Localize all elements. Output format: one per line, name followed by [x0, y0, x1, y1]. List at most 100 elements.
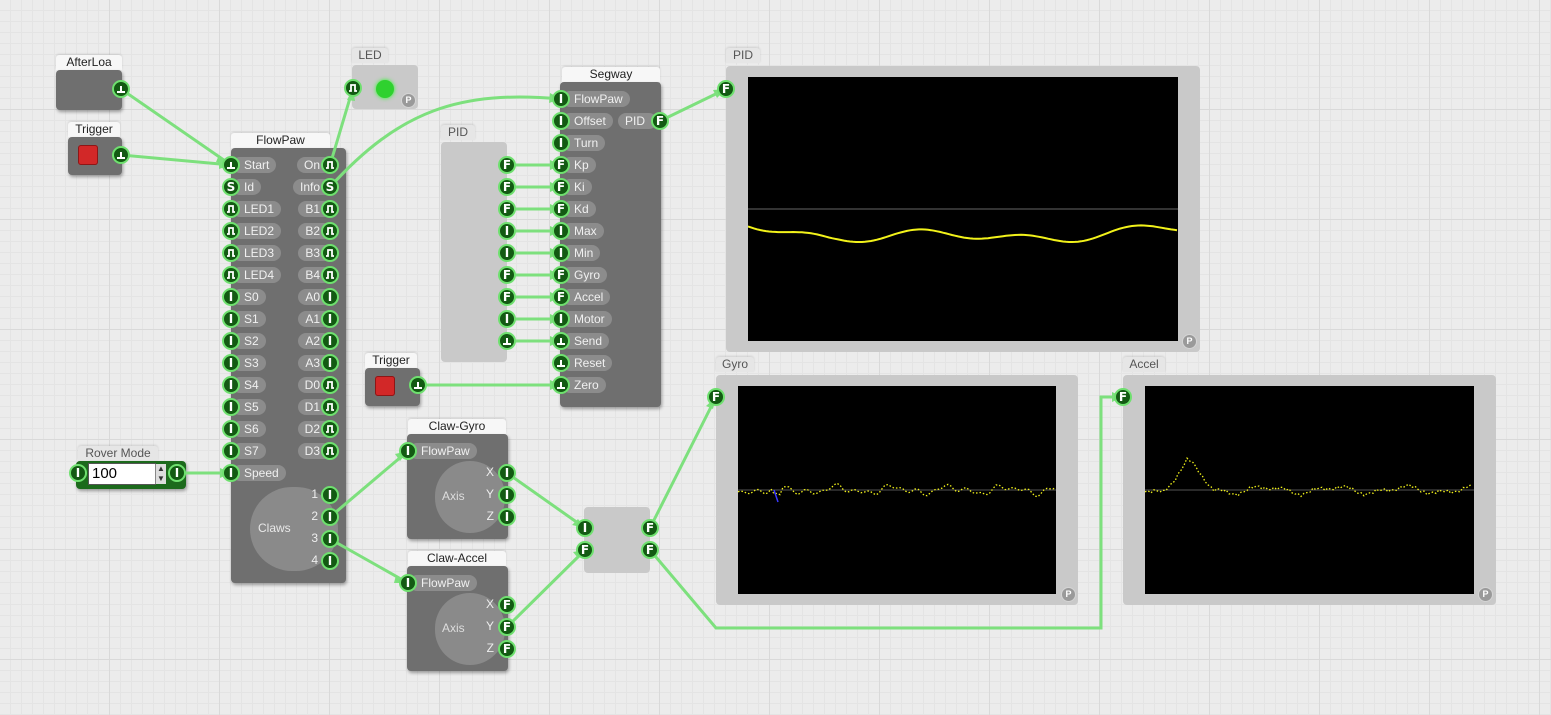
led-pulse-port[interactable] — [344, 79, 362, 97]
segway-input-port-ki[interactable]: F — [552, 178, 570, 196]
flowpaw-output-port-info[interactable]: S — [321, 178, 339, 196]
flowpaw-input-label-0: Start — [232, 157, 277, 173]
segway-input-port-send[interactable] — [552, 332, 570, 350]
trigger2-trigger-port[interactable] — [409, 376, 427, 394]
segway-input-port-reset[interactable] — [552, 354, 570, 372]
flowpaw-input-port-led3[interactable] — [222, 244, 240, 262]
pid-group-out-port-1[interactable]: F — [498, 178, 516, 196]
segway-input-port-zero[interactable] — [552, 376, 570, 394]
flowpaw-claw-port-4[interactable]: I — [321, 552, 339, 570]
flowpaw-output-port-d3[interactable] — [321, 442, 339, 460]
flowpaw-claw-port-2[interactable]: I — [321, 508, 339, 526]
flowpaw-output-port-b2[interactable] — [321, 222, 339, 240]
flowpaw-output-port-b4[interactable] — [321, 266, 339, 284]
pid-group-out-port-0[interactable]: F — [498, 156, 516, 174]
pid-scope-p-badge[interactable]: P — [1182, 334, 1197, 349]
segway-input-port-flowpaw[interactable]: I — [552, 90, 570, 108]
flowpaw-claw-port-3[interactable]: I — [321, 530, 339, 548]
flowpaw-output-port-b1[interactable] — [321, 200, 339, 218]
rover-mode-in-port[interactable]: I — [69, 464, 87, 482]
led-p-badge[interactable]: P — [401, 93, 416, 108]
flowpaw-claw-port-1[interactable]: I — [321, 486, 339, 504]
segway-input-port-offset[interactable]: I — [552, 112, 570, 130]
flowpaw-output-port-d1[interactable] — [321, 398, 339, 416]
claw-accel-axis-z-port[interactable]: F — [498, 640, 516, 658]
pid-group-out-port-4[interactable]: I — [498, 244, 516, 262]
flowpaw-input-port-speed[interactable]: I — [222, 464, 240, 482]
segway-input-label-1: Offset — [562, 113, 613, 129]
pid-group-out-port-3[interactable]: I — [498, 222, 516, 240]
claw-accel-axis-x-port[interactable]: F — [498, 596, 516, 614]
pid-group-title: PID — [441, 125, 475, 140]
segway-input-port-motor[interactable]: I — [552, 310, 570, 328]
flowpaw-input-port-start[interactable] — [222, 156, 240, 174]
flowpaw-input-port-s6[interactable]: I — [222, 420, 240, 438]
segway-input-label-0: FlowPaw — [562, 91, 630, 107]
flowpaw-output-port-b3[interactable] — [321, 244, 339, 262]
flowpaw-input-port-s2[interactable]: I — [222, 332, 240, 350]
flowpaw-output-port-a2[interactable]: I — [321, 332, 339, 350]
trigger1-trigger-port[interactable] — [112, 146, 130, 164]
converter-out-2-port[interactable]: F — [641, 541, 659, 559]
claw-gyro-axis-x-label: X — [485, 465, 494, 479]
segway-input-port-kp[interactable]: F — [552, 156, 570, 174]
flowpaw-output-port-a0[interactable]: I — [321, 288, 339, 306]
flowpaw-input-port-led2[interactable] — [222, 222, 240, 240]
rover-mode-spinner[interactable]: ▲▼ — [155, 464, 166, 484]
trigger1-button[interactable] — [78, 145, 98, 165]
pid-group-out-port-5[interactable]: F — [498, 266, 516, 284]
rover-mode-out-port[interactable]: I — [168, 464, 186, 482]
flowpaw-input-port-s5[interactable]: I — [222, 398, 240, 416]
claw-accel-flowpaw-port[interactable]: I — [399, 574, 417, 592]
segway-input-port-min[interactable]: I — [552, 244, 570, 262]
flowpaw-claws-label: Claws — [258, 521, 291, 535]
flowpaw-output-port-d0[interactable] — [321, 376, 339, 394]
flowpaw-input-port-led4[interactable] — [222, 266, 240, 284]
flowpaw-output-port-a1[interactable]: I — [321, 310, 339, 328]
rover-mode-value-input[interactable]: 100 — [88, 463, 156, 485]
flowpaw-input-port-s4[interactable]: I — [222, 376, 240, 394]
segway-input-port-kd[interactable]: F — [552, 200, 570, 218]
flowpaw-claw-label-2: 2 — [311, 509, 318, 523]
pid-group-out-port-8[interactable] — [498, 332, 516, 350]
converter-in-1-port[interactable]: I — [576, 519, 594, 537]
flowpaw-input-port-id[interactable]: S — [222, 178, 240, 196]
segway-input-label-6: Max — [562, 223, 604, 239]
claw-gyro-axis-y-port[interactable]: I — [498, 486, 516, 504]
accel-scope-in-port[interactable]: F — [1114, 388, 1132, 406]
afterload-node[interactable] — [56, 70, 122, 110]
claw-gyro-flowpaw-port[interactable]: I — [399, 442, 417, 460]
flowpaw-output-port-a3[interactable]: I — [321, 354, 339, 372]
flowpaw-input-label-5: LED4 — [232, 267, 282, 283]
pid-group-out-port-7[interactable]: I — [498, 310, 516, 328]
trigger2-button[interactable] — [375, 376, 395, 396]
gyro-scope-in-port[interactable]: F — [707, 388, 725, 406]
segway-input-port-turn[interactable]: I — [552, 134, 570, 152]
segway-input-port-accel[interactable]: F — [552, 288, 570, 306]
segway-input-port-gyro[interactable]: F — [552, 266, 570, 284]
claw-accel-axis-y-port[interactable]: F — [498, 618, 516, 636]
flowpaw-input-label-13: S7 — [232, 443, 266, 459]
afterload-trigger-port[interactable] — [112, 80, 130, 98]
claw-gyro-axis-z-port[interactable]: I — [498, 508, 516, 526]
flowpaw-input-port-s7[interactable]: I — [222, 442, 240, 460]
segway-pid-out-port[interactable]: F — [651, 112, 669, 130]
flowpaw-output-port-d2[interactable] — [321, 420, 339, 438]
flowpaw-input-port-s3[interactable]: I — [222, 354, 240, 372]
trigger2-title: Trigger — [365, 353, 417, 368]
flowpaw-input-port-s0[interactable]: I — [222, 288, 240, 306]
flowpaw-input-port-s1[interactable]: I — [222, 310, 240, 328]
flowpaw-input-port-led1[interactable] — [222, 200, 240, 218]
pid-scope-in-port[interactable]: F — [717, 80, 735, 98]
segway-input-label-9: Accel — [562, 289, 611, 305]
segway-input-port-max[interactable]: I — [552, 222, 570, 240]
converter-out-1-port[interactable]: F — [641, 519, 659, 537]
accel-scope-p-badge[interactable]: P — [1478, 587, 1493, 602]
pid-group-out-port-6[interactable]: F — [498, 288, 516, 306]
converter-in-2-port[interactable]: F — [576, 541, 594, 559]
gyro-scope-p-badge[interactable]: P — [1061, 587, 1076, 602]
claw-gyro-axis-x-port[interactable]: I — [498, 464, 516, 482]
pid-group-out-port-2[interactable]: F — [498, 200, 516, 218]
flowpaw-output-port-on[interactable] — [321, 156, 339, 174]
flowpaw-input-label-2: LED1 — [232, 201, 282, 217]
